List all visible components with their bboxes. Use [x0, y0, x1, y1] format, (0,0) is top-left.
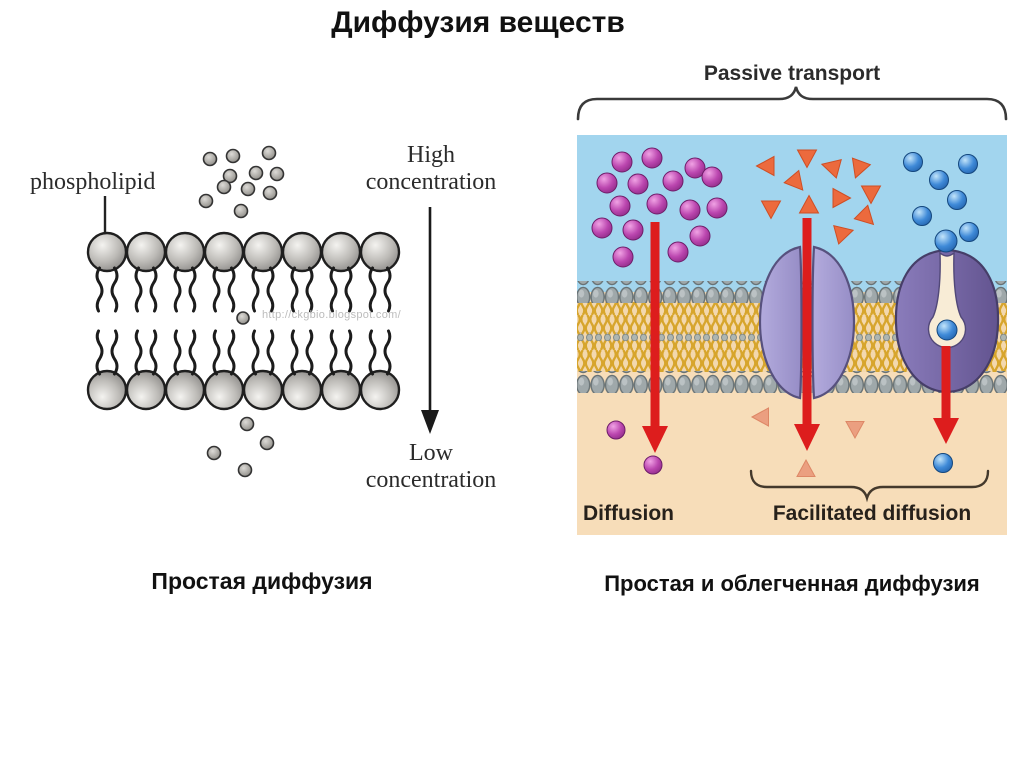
high-concentration-line2: concentration — [365, 169, 497, 195]
diffusion-red-arrow — [642, 222, 668, 453]
solute-particles-bottom — [206, 416, 275, 478]
purple-solutes — [591, 147, 728, 475]
solute-particles-top — [198, 145, 285, 219]
inner-lipid-layer — [86, 329, 401, 411]
carrier-red-arrow — [933, 346, 959, 444]
watermark-url: http://ckgbio.blogspot.com/ — [262, 309, 401, 321]
low-concentration-line1: Low — [409, 440, 453, 466]
purple-solute-below-membrane — [643, 455, 663, 475]
phospholipid-label: phospholipid — [30, 169, 156, 195]
channel-protein-left-half — [758, 245, 803, 400]
passive-transport-figure — [576, 86, 1008, 535]
carrier-protein-binding-pocket — [927, 251, 967, 349]
blue-solute-below-membrane — [933, 453, 953, 473]
blue-solute-at-entrance — [934, 229, 958, 253]
simple-diffusion-figure — [86, 145, 439, 478]
diffusion-label: Diffusion — [583, 502, 674, 525]
facilitated-diffusion-brace — [749, 469, 990, 503]
channel-protein-right-half — [811, 245, 856, 400]
concentration-gradient-arrow — [421, 207, 439, 434]
blue-solutes — [903, 152, 979, 473]
high-concentration-line1: High — [407, 142, 455, 168]
facilitated-diffusion-label: Facilitated diffusion — [772, 502, 972, 525]
channel-protein — [758, 245, 856, 400]
high-concentration-label: High concentration — [352, 142, 510, 196]
low-concentration-label: Low concentration — [352, 440, 510, 494]
passive-transport-brace — [576, 86, 1008, 121]
passive-transport-label: Passive transport — [703, 62, 881, 85]
arrow-head — [421, 410, 439, 434]
low-concentration-line2: concentration — [365, 467, 497, 493]
slide-title: Диффузия веществ — [331, 6, 625, 39]
left-figure-caption: Простая диффузия — [151, 568, 373, 594]
right-figure-caption: Простая и облегченная диффузия — [604, 571, 980, 596]
solute-particle-crossing — [236, 311, 250, 325]
blue-solute-in-pocket — [936, 319, 958, 341]
purple-solute-below-membrane — [606, 420, 626, 440]
carrier-protein — [894, 229, 1000, 394]
channel-red-arrow — [794, 218, 820, 451]
outer-lipid-layer — [86, 231, 401, 313]
